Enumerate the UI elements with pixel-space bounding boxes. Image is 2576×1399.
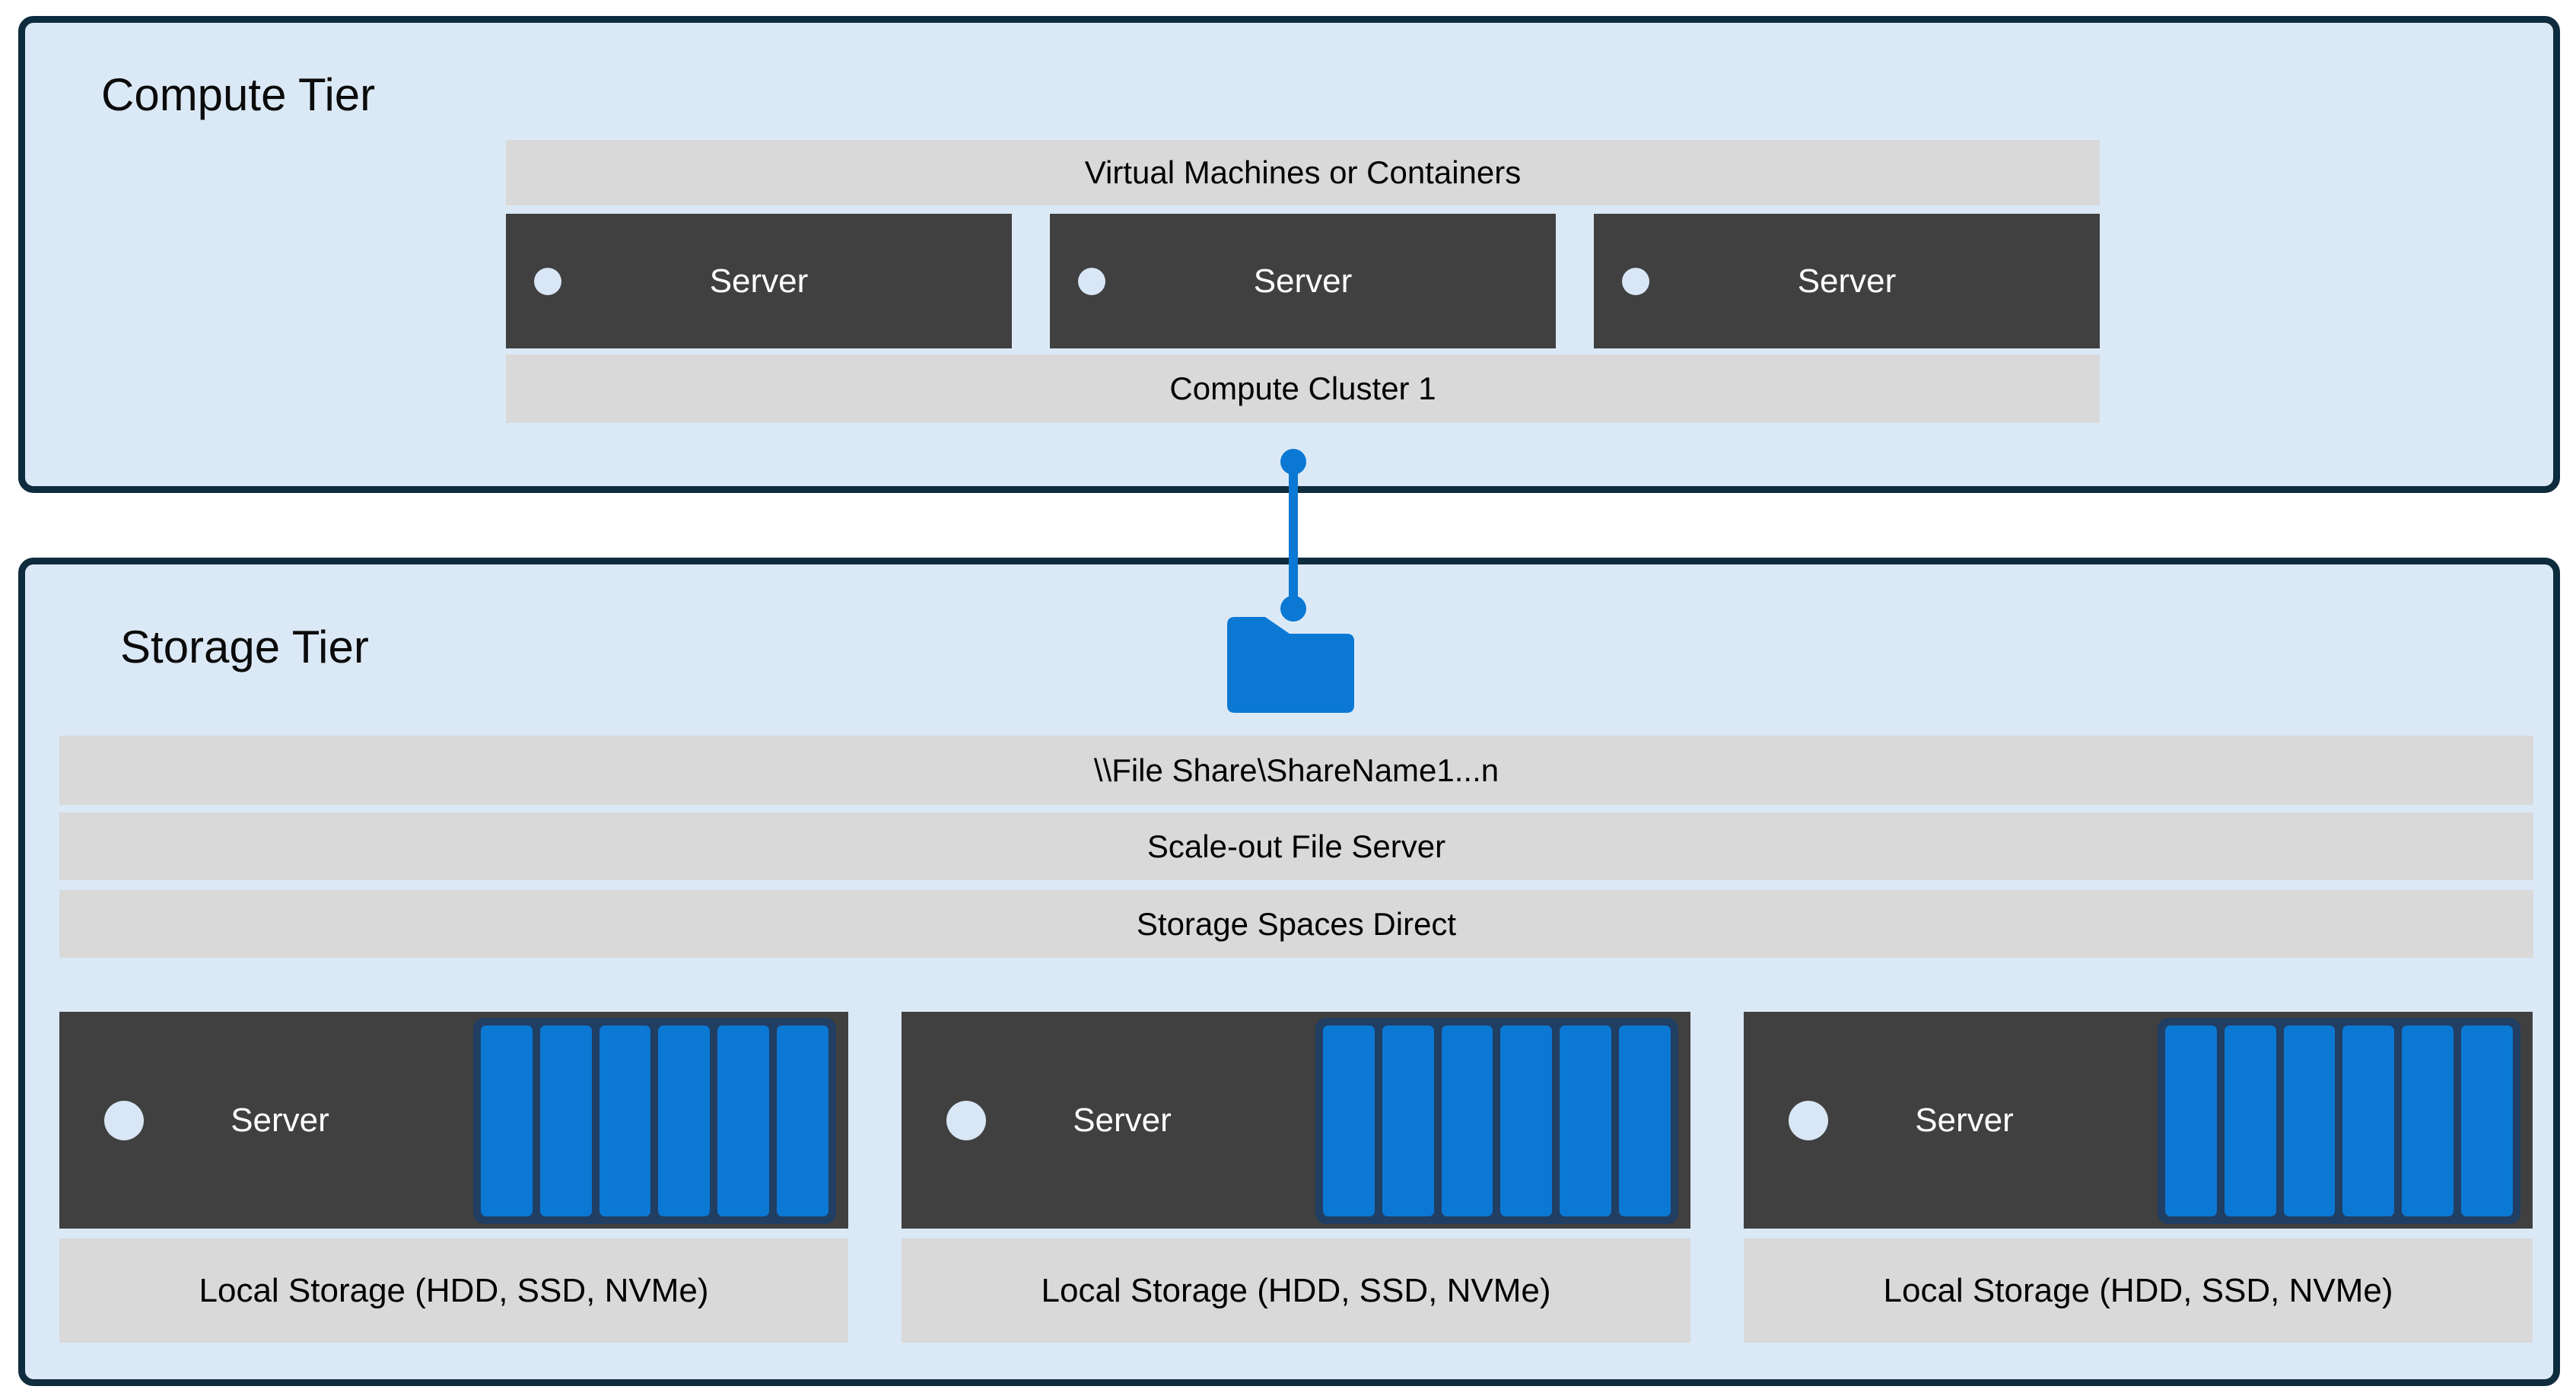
disk-enclosure bbox=[473, 1018, 836, 1224]
connector-endpoint-dot-top bbox=[1280, 449, 1306, 475]
disk-bar bbox=[481, 1025, 533, 1216]
server-node-dot bbox=[1789, 1100, 1828, 1140]
server-label: Server bbox=[1915, 1101, 2014, 1139]
connector-endpoint-dot-bottom bbox=[1280, 596, 1306, 622]
disk-bar bbox=[1323, 1025, 1375, 1216]
server-node-dot bbox=[1622, 267, 1649, 295]
server-label: Server bbox=[231, 1101, 329, 1139]
file-share-bar: \\File Share\ShareName1...n bbox=[59, 736, 2533, 805]
disk-bar bbox=[2283, 1025, 2336, 1216]
disk-bar bbox=[1500, 1025, 1553, 1216]
server-node-dot bbox=[1078, 267, 1105, 295]
disk-bar bbox=[2402, 1025, 2454, 1216]
storage-server-node-2: Server bbox=[902, 1012, 1690, 1229]
connector-line bbox=[1289, 456, 1298, 616]
disk-bar bbox=[539, 1025, 592, 1216]
disk-bar bbox=[599, 1025, 651, 1216]
disk-bar bbox=[2342, 1025, 2395, 1216]
local-storage-label: Local Storage (HDD, SSD, NVMe) bbox=[199, 1271, 709, 1309]
server-label: Server bbox=[1073, 1101, 1172, 1139]
folder-icon bbox=[1227, 617, 1354, 713]
server-node-dot bbox=[946, 1100, 986, 1140]
disk-bar bbox=[2461, 1025, 2513, 1216]
disk-bar bbox=[2224, 1025, 2276, 1216]
server-node-dot bbox=[534, 267, 561, 295]
local-storage-label: Local Storage (HDD, SSD, NVMe) bbox=[1041, 1271, 1551, 1309]
disk-bar bbox=[717, 1025, 770, 1216]
compute-server-node-2: Server bbox=[1050, 214, 1556, 348]
disk-bar bbox=[1560, 1025, 1612, 1216]
virtual-machines-bar: Virtual Machines or Containers bbox=[506, 140, 2100, 205]
compute-tier-title: Compute Tier bbox=[101, 69, 376, 120]
compute-tier-box: Compute Tier Virtual Machines or Contain… bbox=[18, 16, 2560, 493]
disk-bar bbox=[777, 1025, 828, 1216]
disk-enclosure bbox=[1315, 1018, 1678, 1224]
storage-server-node-1: Server bbox=[59, 1012, 848, 1229]
storage-spaces-direct-bar: Storage Spaces Direct bbox=[59, 890, 2533, 958]
storage-tier-title: Storage Tier bbox=[120, 622, 369, 672]
local-storage-bar-1: Local Storage (HDD, SSD, NVMe) bbox=[59, 1238, 848, 1343]
storage-spaces-direct-label: Storage Spaces Direct bbox=[1136, 905, 1457, 942]
compute-cluster-bar-label: Compute Cluster 1 bbox=[1169, 370, 1436, 406]
disk-bar bbox=[2165, 1025, 2217, 1216]
disk-bar bbox=[1441, 1025, 1493, 1216]
local-storage-bar-3: Local Storage (HDD, SSD, NVMe) bbox=[1744, 1238, 2533, 1343]
disk-bar bbox=[1619, 1025, 1671, 1216]
compute-server-node-3: Server bbox=[1594, 214, 2100, 348]
local-storage-label: Local Storage (HDD, SSD, NVMe) bbox=[1883, 1271, 2393, 1309]
compute-cluster-bar: Compute Cluster 1 bbox=[506, 355, 2100, 423]
server-label: Server bbox=[1253, 262, 1353, 300]
server-label: Server bbox=[709, 262, 809, 300]
local-storage-bar-2: Local Storage (HDD, SSD, NVMe) bbox=[902, 1238, 1690, 1343]
server-label: Server bbox=[1797, 262, 1897, 300]
scale-out-file-server-label: Scale-out File Server bbox=[1146, 828, 1446, 864]
disk-bar bbox=[658, 1025, 711, 1216]
file-share-bar-label: \\File Share\ShareName1...n bbox=[1093, 752, 1499, 788]
scale-out-file-server-bar: Scale-out File Server bbox=[59, 812, 2533, 880]
virtual-machines-bar-label: Virtual Machines or Containers bbox=[1084, 154, 1522, 190]
disk-bar bbox=[1382, 1025, 1434, 1216]
storage-server-node-3: Server bbox=[1744, 1012, 2533, 1229]
server-node-dot bbox=[104, 1100, 144, 1140]
disk-enclosure bbox=[2158, 1018, 2520, 1224]
compute-server-node-1: Server bbox=[506, 214, 1012, 348]
